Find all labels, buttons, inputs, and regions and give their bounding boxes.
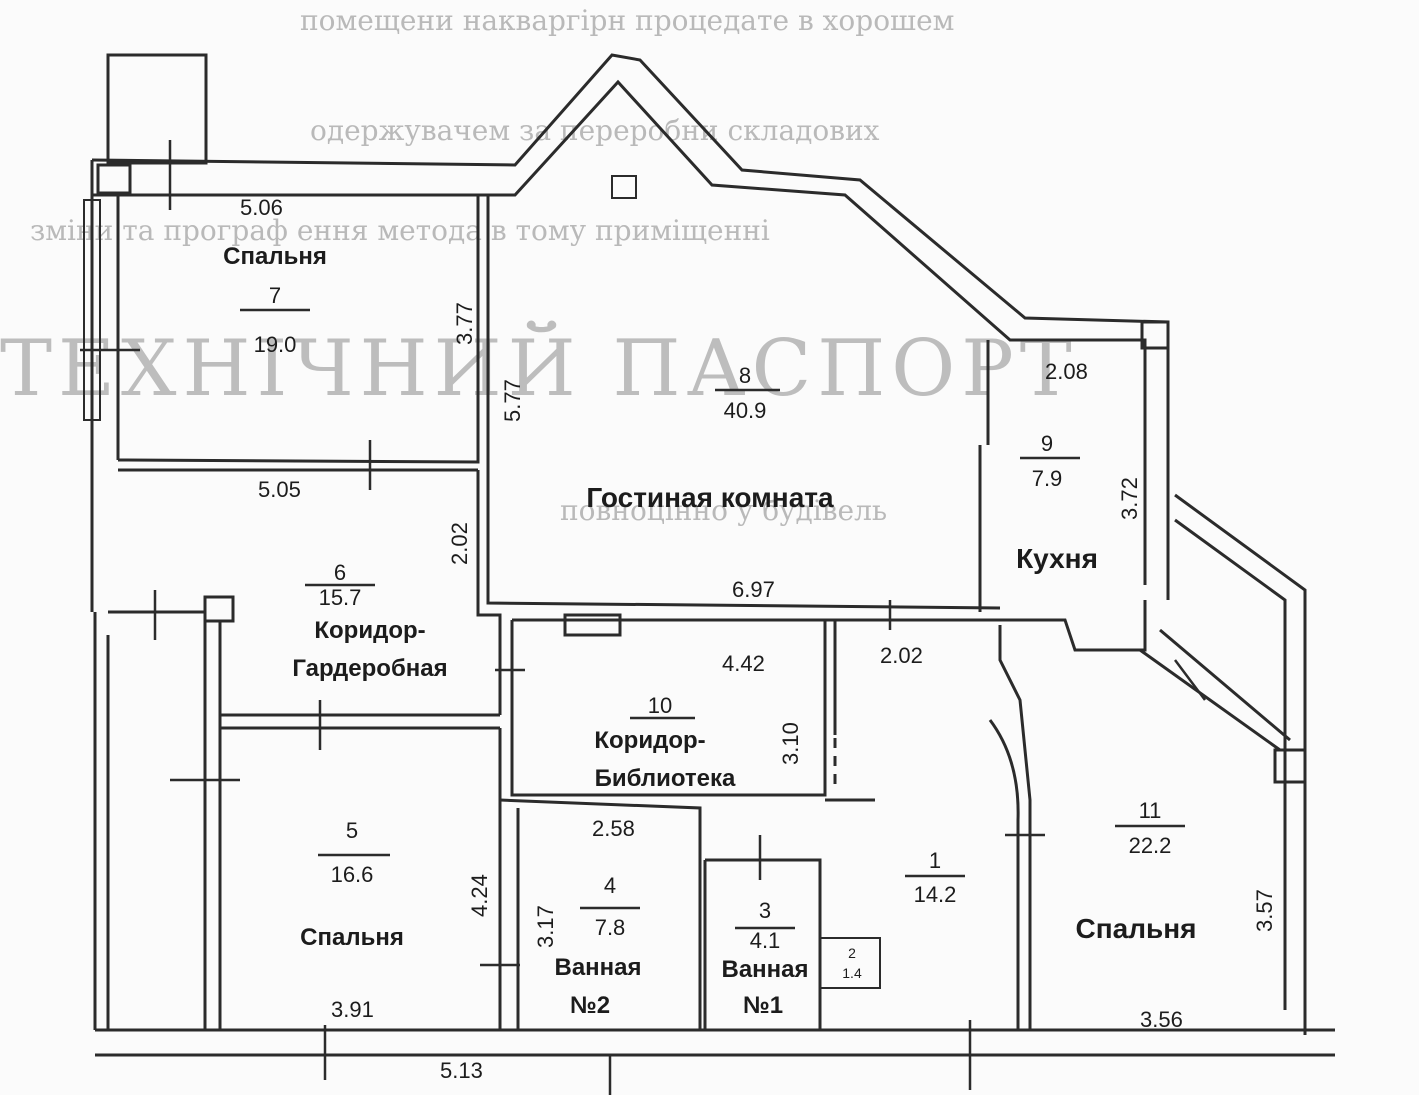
outer-walls — [83, 53, 1335, 1057]
room-name: Коридор- — [594, 727, 705, 754]
dim-label: 5.06 — [240, 195, 283, 220]
room-name-2: №2 — [570, 992, 610, 1019]
room-name-2: №1 — [743, 992, 783, 1019]
room-8: 8 40.9 Гостиная комната — [586, 363, 834, 513]
room-name-2: Библиотека — [595, 765, 736, 792]
room-number: 5 — [346, 818, 358, 843]
room-number: 10 — [648, 693, 672, 718]
room-name: Гостиная комната — [586, 482, 834, 513]
dim-label: 2.58 — [592, 816, 635, 841]
dim-label: 3.57 — [1252, 889, 1277, 932]
room-9: 9 7.9 Кухня — [1016, 431, 1098, 574]
room-number: 8 — [739, 363, 751, 388]
room-area: 1.4 — [842, 965, 862, 981]
svg-text:зміни та програф ення метода в: зміни та програф ення метода в тому прим… — [30, 214, 770, 247]
room-name: Спальня — [300, 924, 404, 951]
dim-label: 5.05 — [258, 477, 301, 502]
dim-label: 3.17 — [533, 905, 558, 948]
room-number: 3 — [759, 898, 771, 923]
room-area: 19.0 — [254, 332, 297, 357]
room-name: Ванная — [721, 956, 808, 983]
dim-label: 3.77 — [452, 302, 477, 345]
background-bleed-text: помещени накваргірн процедате в хорошем … — [0, 4, 1078, 527]
dim-label: 4.42 — [722, 651, 765, 676]
room-1: 1 14.2 — [905, 848, 965, 907]
dim-label: 3.10 — [778, 722, 803, 765]
dim-label: 2.02 — [447, 522, 472, 565]
room-area: 7.8 — [595, 915, 626, 940]
wall-ticks — [80, 140, 1206, 1095]
room-name: Кухня — [1016, 543, 1098, 574]
room-area: 15.7 — [319, 585, 362, 610]
dim-label: 3.91 — [331, 997, 374, 1022]
dim-label: 2.02 — [880, 643, 923, 668]
dim-label: 4.24 — [467, 874, 492, 917]
svg-text:помещени накваргірн процедате: помещени накваргірн процедате в хорошем — [300, 4, 954, 37]
room-name: Коридор- — [314, 617, 425, 644]
room-6: 6 15.7 Коридор- Гардеробная — [292, 560, 447, 682]
svg-text:одержувачем за переробни склад: одержувачем за переробни складових — [310, 114, 880, 147]
room-11: 11 22.2 Спальня — [1076, 798, 1197, 944]
room-4: 4 7.8 Ванная №2 — [554, 873, 641, 1019]
room-number: 9 — [1041, 431, 1053, 456]
dim-label: 6.97 — [732, 577, 775, 602]
dim-label: 3.72 — [1117, 477, 1142, 520]
room-name-2: Гардеробная — [292, 655, 447, 682]
interior-walls — [108, 195, 1147, 1030]
svg-text:повноцінно у будівель: повноцінно у будівель — [560, 494, 887, 527]
room-5: 5 16.6 Спальня — [300, 818, 404, 951]
room-number: 7 — [269, 283, 281, 308]
room-number: 4 — [604, 873, 616, 898]
dim-label: 2.08 — [1045, 359, 1088, 384]
room-number: 1 — [929, 848, 941, 873]
room-number: 11 — [1139, 798, 1162, 823]
room-area: 16.6 — [331, 862, 374, 887]
room-area: 22.2 — [1129, 833, 1172, 858]
room-name: Ванная — [554, 954, 641, 981]
room-number: 6 — [334, 560, 346, 585]
room-name: Спальня — [1076, 913, 1197, 944]
room-name: Спальня — [223, 243, 327, 270]
room-area: 7.9 — [1032, 466, 1063, 491]
room-2: 2 1.4 — [842, 945, 862, 981]
svg-text:ТЕХНІЧНИЙ ПАСПОРТ: ТЕХНІЧНИЙ ПАСПОРТ — [0, 319, 1078, 414]
dim-label: 5.77 — [500, 379, 525, 422]
room-number: 2 — [848, 945, 856, 961]
room-10: 10 Коридор- Библиотека — [594, 693, 736, 792]
room-area: 4.1 — [750, 928, 781, 953]
room-area: 14.2 — [914, 882, 957, 907]
dim-label: 5.13 — [440, 1058, 483, 1083]
dimension-labels: 5.06 3.77 5.77 5.05 2.02 6.97 2.08 3.72 … — [240, 195, 1277, 1083]
room-area: 40.9 — [724, 398, 767, 423]
dim-label: 3.56 — [1140, 1007, 1183, 1032]
room-7: Спальня 7 19.0 — [223, 243, 327, 357]
room-3: 3 4.1 Ванная №1 — [721, 898, 808, 1019]
